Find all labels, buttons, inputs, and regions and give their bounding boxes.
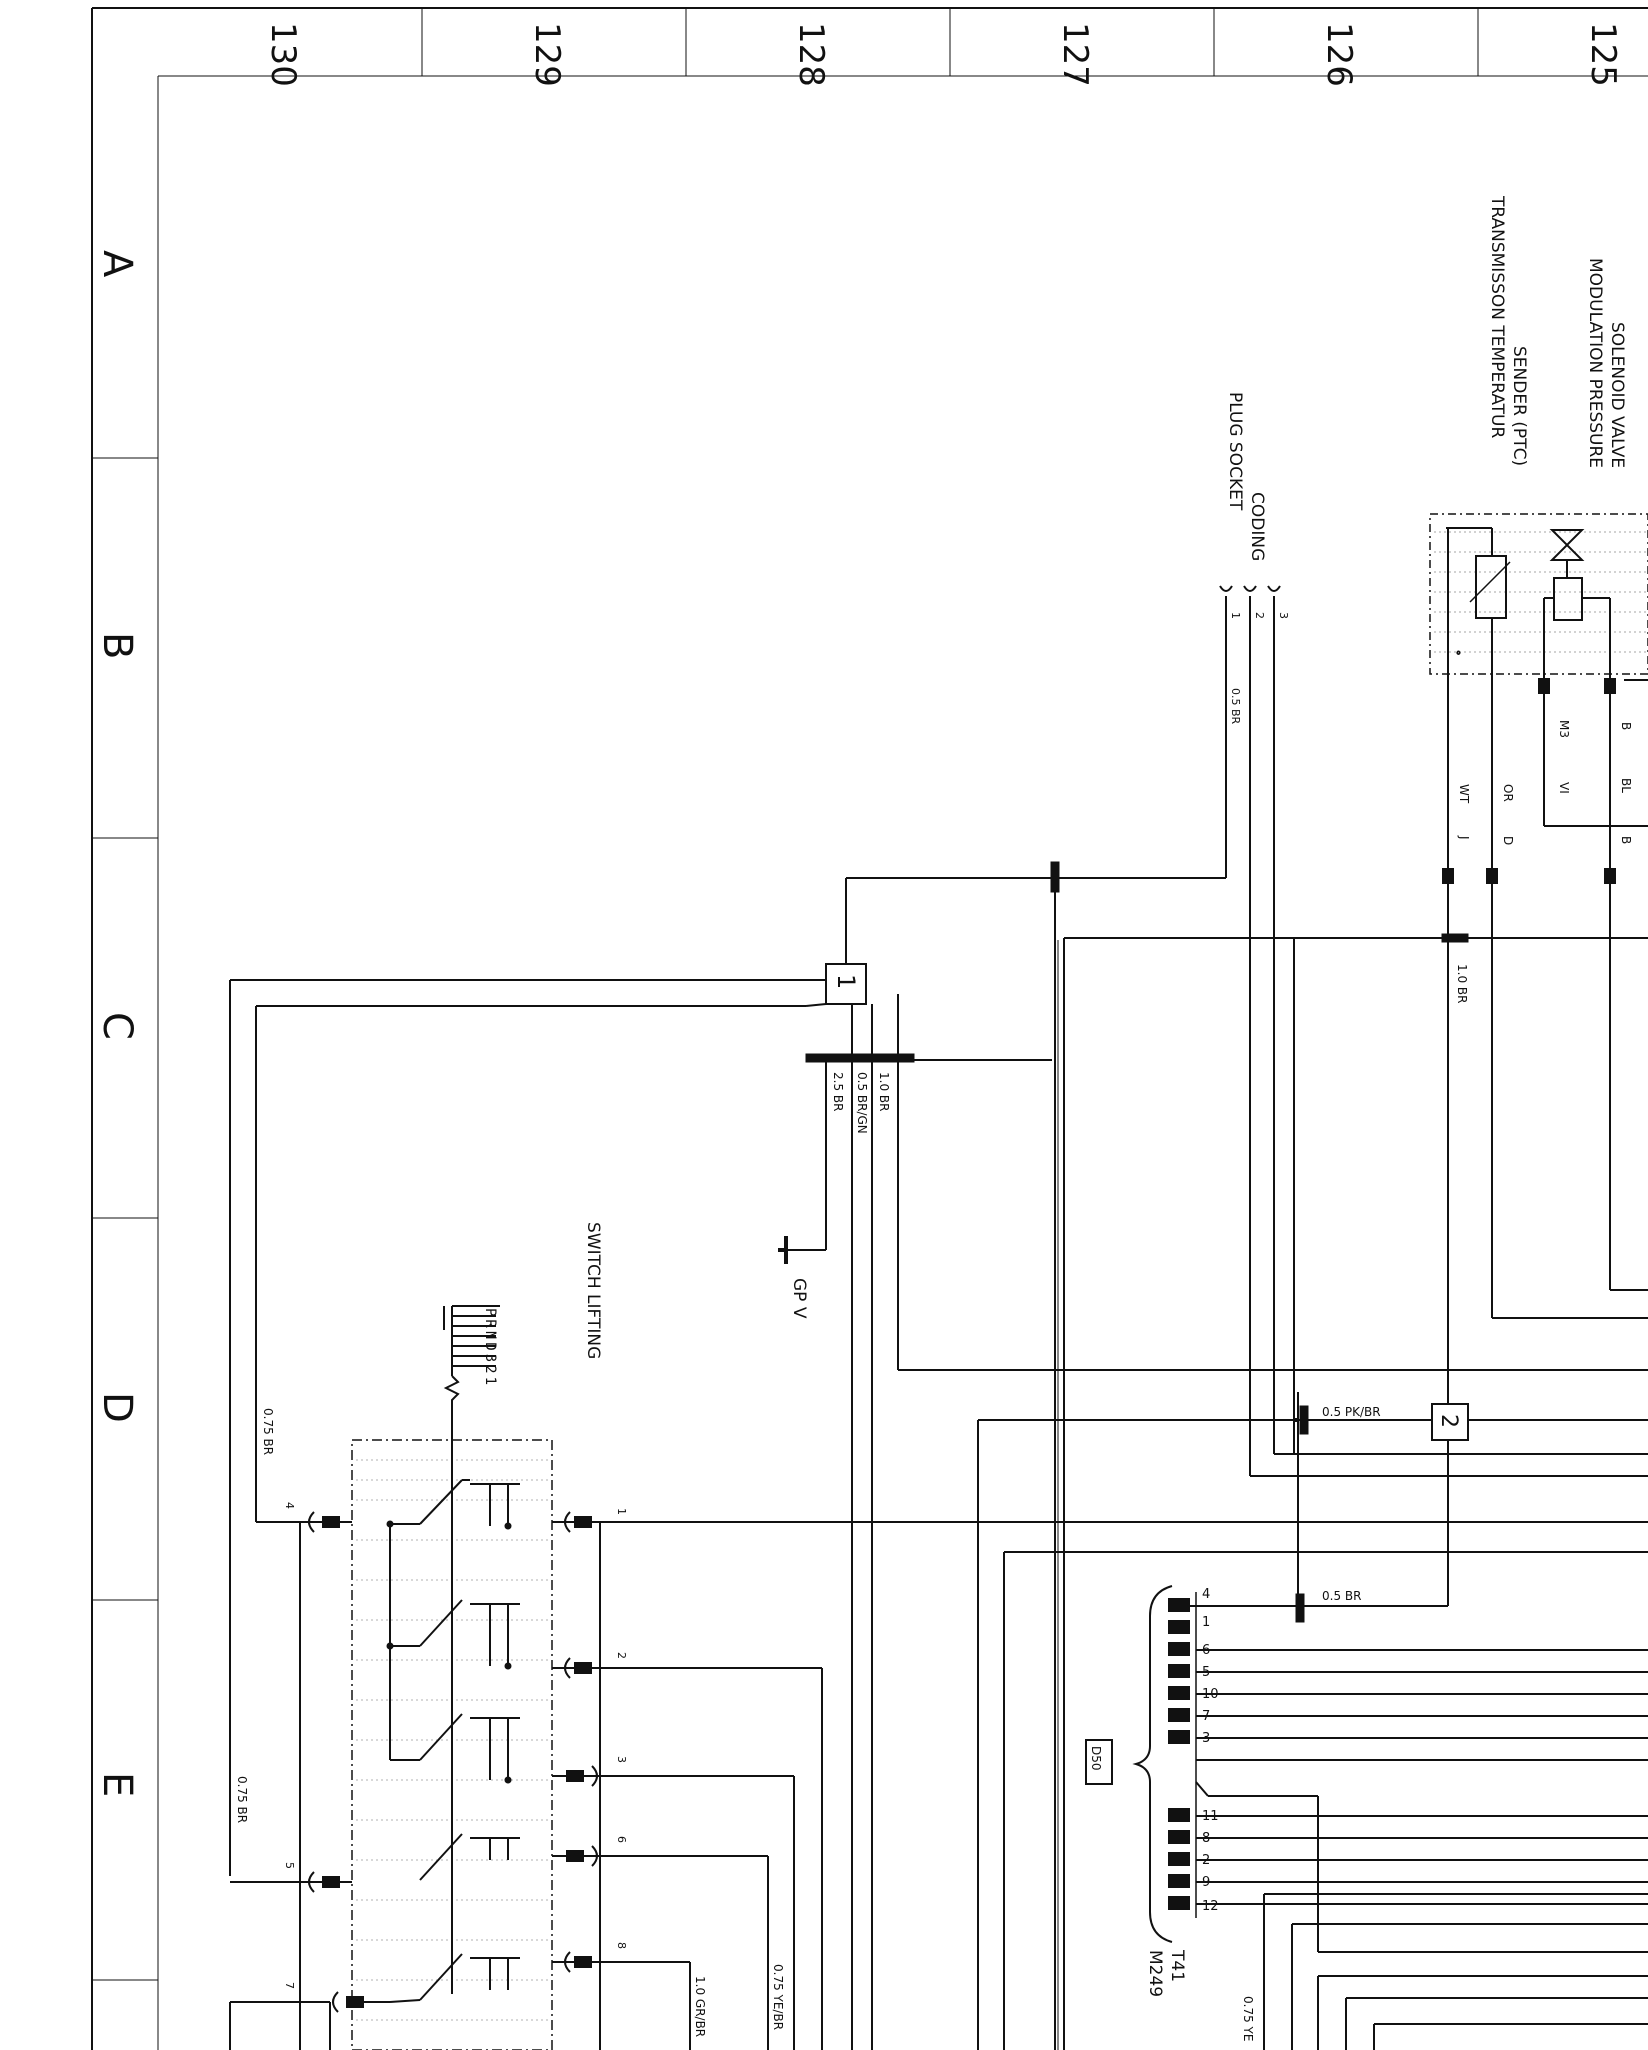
switch-positions: PRND321 — [482, 1308, 498, 1388]
wire-label-or: OR — [1501, 784, 1515, 802]
connector-pin-10: 10 — [1202, 1687, 1219, 1702]
wire-label-d: D — [1501, 836, 1515, 845]
sensor-box-wires — [1447, 676, 1648, 880]
splice-2: 2 — [1431, 1403, 1469, 1441]
col-label-129: 129 — [527, 22, 567, 87]
connector-pin-6: 6 — [1202, 1643, 1210, 1658]
sensor-wire-labels: WT OR VI BL J D M3 B B — [1457, 720, 1633, 845]
selector-comb-icon — [443, 1305, 500, 1440]
col-label-127: 127 — [1055, 22, 1095, 87]
col-label-126: 126 — [1319, 22, 1359, 87]
row-label-e: E — [94, 1772, 140, 1797]
wire-labels: 1.0 BR 1.0 BR 0.5 BR/GN 2.5 BR 0.5 PK/BR… — [235, 964, 1469, 2041]
connector-code: D50 — [1089, 1746, 1103, 1771]
wire-label-wt: WT — [1457, 784, 1471, 804]
splice-2-label: 2 — [1436, 1414, 1461, 1428]
coding-plug-socket — [846, 585, 1281, 1476]
coding-pin-1: 1 — [1229, 612, 1242, 619]
bus-and-junctions — [805, 861, 1469, 1623]
connector-t41: D50 4 1 6 5 10 7 3 11 8 — [1085, 1585, 1219, 1943]
solenoid-label: SOLENOID VALVE — [1607, 322, 1627, 468]
wire-label-w1: 1.0 BR — [877, 1072, 891, 1111]
switch-pin-2: 2 — [615, 1652, 628, 1659]
switch-pin-labels: 4 5 7 1 2 3 6 8 — [283, 1502, 628, 1989]
splice-1: 1 — [825, 963, 867, 1005]
svg-text:°: ° — [1449, 650, 1462, 656]
frame — [91, 7, 1648, 2050]
wire-label-w3: 2.5 BR — [831, 1072, 845, 1111]
sensor-box: ° — [1429, 513, 1648, 676]
connector-name-m249: M249 — [1145, 1950, 1165, 1997]
connector-pin-9: 9 — [1202, 1875, 1210, 1890]
switch-pin-6: 6 — [615, 1836, 628, 1843]
wire-label-pk: 0.5 PK/BR — [1322, 1405, 1381, 1419]
connector-pin-4: 4 — [1202, 1587, 1210, 1602]
col-label-125: 125 — [1583, 22, 1623, 87]
coding-pin-2: 2 — [1253, 612, 1266, 619]
coding-label-2: PLUG SOCKET — [1225, 392, 1245, 511]
component-labels: SOLENOID VALVE MODULATION PRESSURE SENDE… — [482, 195, 1627, 1997]
wire-label-br05: 0.5 BR — [1322, 1589, 1361, 1603]
coding-pin-labels: 1 2 3 0.5 BR — [1229, 612, 1290, 725]
row-label-a: A — [94, 250, 140, 278]
solenoid-valve-icon — [1543, 529, 1611, 676]
wire-label-w2: 0.5 BR/GN — [855, 1072, 869, 1134]
switch-pin-3: 3 — [615, 1756, 628, 1763]
row-label-b: B — [94, 632, 140, 659]
switch-pin-1: 1 — [615, 1508, 628, 1515]
switch-pin-8: 8 — [615, 1942, 628, 1949]
switch-pin-5: 5 — [283, 1862, 296, 1869]
connector-name-t41: T41 — [1167, 1949, 1187, 1982]
switch-leads — [229, 1521, 1648, 2050]
switch-title: SWITCH LIFTING — [583, 1222, 603, 1359]
sender-label: SENDER (PTC) — [1509, 346, 1529, 466]
splice-1-label: 1 — [832, 974, 860, 989]
connector-pin-1: 1 — [1202, 1615, 1210, 1630]
wire-label-splice1-out: 1.0 BR — [1455, 964, 1469, 1003]
wire-label-bottom2: 1.0 GR/BR — [693, 1976, 707, 2037]
col-label-128: 128 — [791, 22, 831, 87]
wire-label-j: J — [1457, 835, 1471, 840]
wire-label-left1: 0.75 BR — [261, 1408, 275, 1455]
connector-pin-12: 12 — [1202, 1899, 1219, 1914]
sender-label-2: TRANSMISSON TEMPERATUR — [1487, 195, 1507, 438]
wire-label-bottom3: 0.75 YE — [1241, 1996, 1255, 2041]
wire-label-left2: 0.75 BR — [235, 1776, 249, 1823]
switch-lifting — [351, 1305, 553, 2050]
wire-label-b2: B — [1619, 836, 1633, 844]
coding-label: CODING — [1247, 492, 1267, 561]
connector-pin-11: 11 — [1202, 1809, 1219, 1824]
connector-pin-5: 5 — [1202, 1665, 1210, 1680]
ground-label: GP V — [789, 1278, 809, 1319]
row-labels: A B C D E — [94, 250, 140, 1797]
wire-label-vi: VI — [1557, 782, 1571, 794]
coding-wire-label: 0.5 BR — [1229, 688, 1242, 725]
solenoid-label-2: MODULATION PRESSURE — [1585, 258, 1605, 468]
wire-label-bl: BL — [1619, 778, 1633, 793]
connector-pin-8: 8 — [1202, 1831, 1210, 1846]
sensor-terminals — [1442, 678, 1616, 884]
connector-pin-2: 2 — [1202, 1853, 1210, 1868]
column-labels: 130 129 128 127 126 125 — [263, 22, 1623, 87]
col-label-130: 130 — [263, 22, 303, 87]
wire-network — [229, 878, 1648, 2050]
switch-pin-7: 7 — [283, 1982, 296, 1989]
connector-pin-7: 7 — [1202, 1709, 1210, 1724]
connector-pin-3: 3 — [1202, 1731, 1210, 1746]
row-label-c: C — [94, 1012, 140, 1040]
wire-label-bottom1: 0.75 YE/BR — [771, 1964, 785, 2030]
wire-label-b1: B — [1619, 722, 1633, 730]
ptc-sender-icon — [1475, 555, 1507, 619]
wire-label-m3: M3 — [1557, 720, 1571, 738]
switch-pin-4: 4 — [283, 1502, 296, 1509]
row-label-d: D — [94, 1392, 140, 1423]
coding-pin-3: 3 — [1277, 612, 1290, 619]
switch-pin-terminals — [308, 1511, 598, 2013]
